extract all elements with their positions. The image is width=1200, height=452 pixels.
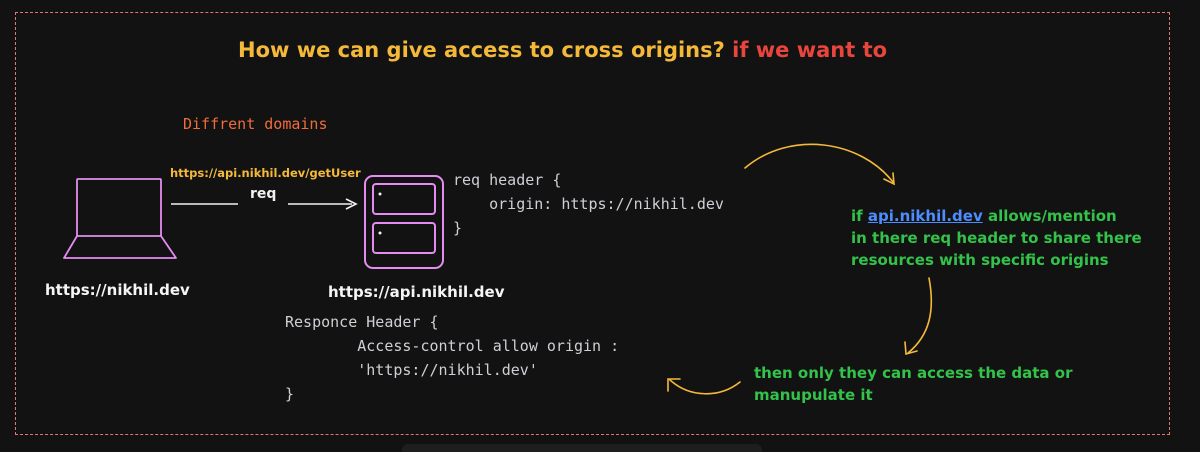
curved-arrow-icon [667,143,933,395]
response-header-block: Responce Header { Access-control allow o… [285,310,619,406]
note-line: manupulate it [754,386,873,404]
server-origin-label: https://api.nikhil.dev [328,283,505,301]
diagram-frame [15,12,1170,435]
request-header-line: } [453,219,463,237]
note-line: then only they can access the data or [754,364,1073,382]
response-header-line: 'https://nikhil.dev' [285,361,538,379]
allow-origin-note: if api.nikhil.dev allows/mention in ther… [851,205,1142,271]
response-header-line: Access-control allow origin : [285,337,620,355]
api-domain-link[interactable]: api.nikhil.dev [867,207,983,225]
client-origin-label: https://nikhil.dev [45,281,190,299]
response-header-line: Responce Header { [285,313,439,331]
request-header-block: req header { origin: https://nikhil.dev … [453,168,724,240]
access-note: then only they can access the data or ma… [754,362,1072,406]
response-header-line: } [285,385,295,403]
request-header-line: req header { [453,171,562,189]
note-prefix: if [851,207,868,225]
laptop-icon [63,178,177,259]
note-line: in there req header to share there [851,229,1142,247]
server-icon [364,175,444,269]
request-header-line: origin: https://nikhil.dev [453,195,724,213]
title-highlight: if we want to [732,38,888,62]
request-label: req [250,186,277,202]
diagram-title: How we can give access to cross origins?… [238,38,887,62]
note-line: resources with specific origins [851,251,1109,269]
different-domains-label: Diffrent domains [183,115,328,133]
title-main: How we can give access to cross origins? [238,38,725,62]
request-arrow [171,198,358,210]
bottom-scroll-tab [402,444,762,452]
request-url: https://api.nikhil.dev/getUser [170,166,361,180]
note-suffix: allows/mention [982,207,1117,225]
